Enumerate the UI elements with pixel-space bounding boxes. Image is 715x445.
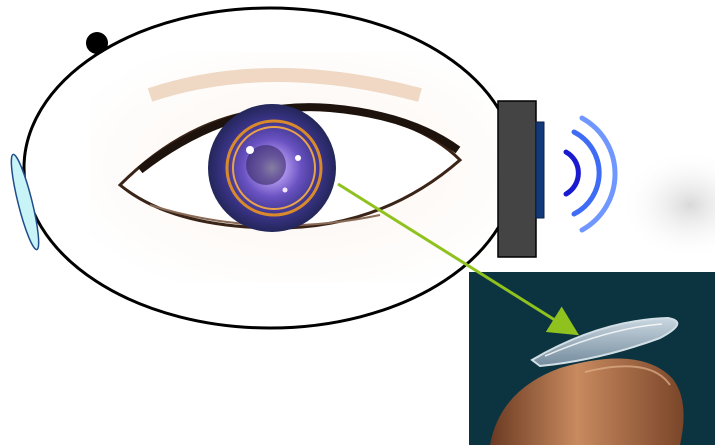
eye-photo xyxy=(90,52,510,282)
contact-lens-photo xyxy=(469,272,715,445)
wearable-device xyxy=(498,101,544,257)
wave-inner xyxy=(566,152,578,194)
background-shadow xyxy=(620,150,715,260)
device-body xyxy=(498,101,536,257)
device-antenna xyxy=(536,122,544,218)
iris-sparkle xyxy=(283,188,288,193)
iris-highlight xyxy=(246,146,254,154)
wireless-waves xyxy=(566,118,615,230)
marker-dot xyxy=(86,32,108,54)
iris-sparkle xyxy=(295,155,301,161)
